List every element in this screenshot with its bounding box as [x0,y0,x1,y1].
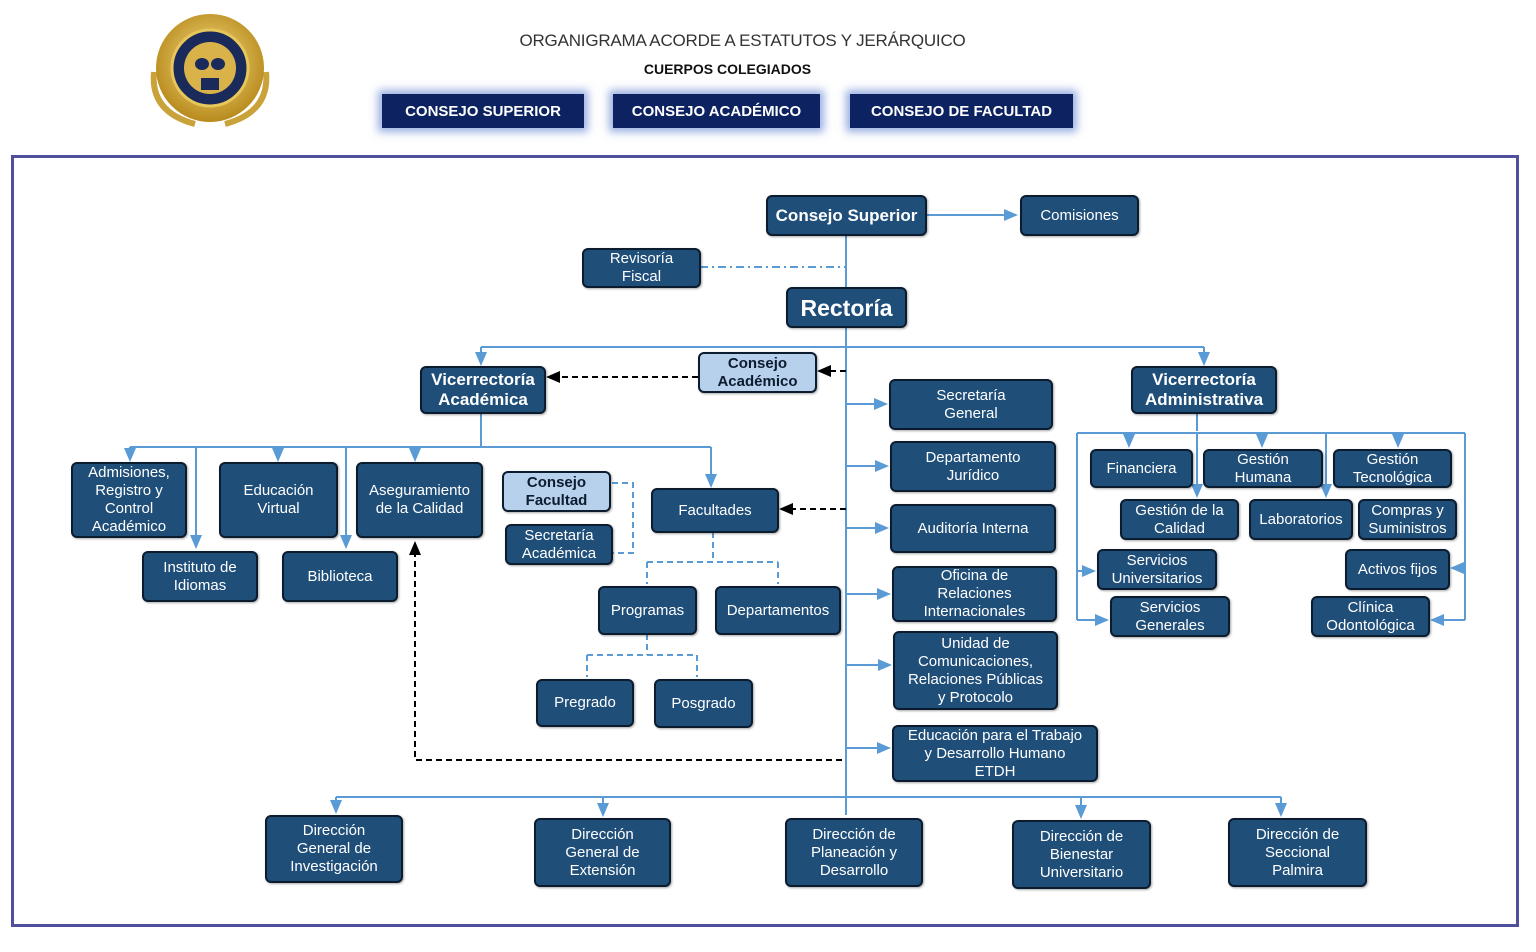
node-consejo-superior: Consejo Superior [766,195,927,236]
node-direccion-planeacion: Dirección de Planeación y Desarrollo [785,818,923,887]
node-servicios-generales: Servicios Generales [1110,596,1230,637]
node-financiera: Financiera [1090,449,1193,488]
node-pregrado: Pregrado [536,679,634,727]
node-servicios-universitarios: Servicios Universitarios [1097,549,1217,590]
node-comisiones: Comisiones [1020,195,1139,236]
node-educacion-virtual: Educación Virtual [219,462,338,538]
node-consejo-facultad: Consejo Facultad [502,471,611,512]
node-clinica-odontologica: Clínica Odontológica [1311,596,1430,637]
node-secretaria-academica: Secretaría Académica [505,524,613,565]
node-compras-suministros: Compras y Suministros [1358,499,1457,540]
node-admisiones: Admisiones, Registro y Control Académico [71,462,187,538]
node-posgrado: Posgrado [654,679,753,728]
node-secretaria-general: Secretaría General [889,379,1053,430]
node-gestion-tecnologica: Gestión Tecnológica [1333,449,1452,488]
node-vicerrectoria-academica: Vicerrectoría Académica [420,366,546,414]
node-revisoria-fiscal: Revisoría Fiscal [582,248,701,288]
node-activos-fijos: Activos fijos [1345,549,1450,590]
consejo-de-facultad-button[interactable]: CONSEJO DE FACULTAD [850,94,1073,128]
node-departamentos: Departamentos [715,586,841,635]
node-direccion-bienestar: Dirección de Bienestar Universitario [1012,820,1151,889]
consejo-superior-button[interactable]: CONSEJO SUPERIOR [382,94,584,128]
node-biblioteca: Biblioteca [282,551,398,602]
accreditation-seal-logo [150,14,270,127]
consejo-academico-button[interactable]: CONSEJO ACADÉMICO [613,94,820,128]
node-etdh: Educación para el Trabajo y Desarrollo H… [892,725,1098,782]
node-aseguramiento-calidad: Aseguramiento de la Calidad [356,462,483,538]
page-subtitle: CUERPOS COLEGIADOS [643,61,812,77]
page-title: ORGANIGRAMA ACORDE A ESTATUTOS Y JERÁRQU… [519,31,966,50]
node-programas: Programas [598,586,697,635]
node-auditoria-interna: Auditoría Interna [890,504,1056,553]
node-instituto-idiomas: Instituto de Idiomas [142,551,258,602]
node-laboratorios: Laboratorios [1249,499,1353,540]
node-direccion-palmira: Dirección de Seccional Palmira [1228,818,1367,887]
node-rectoria: Rectoría [786,287,907,328]
node-vicerrectoria-administrativa: Vicerrectoría Administrativa [1131,366,1277,414]
node-consejo-academico: Consejo Académico [698,352,817,393]
node-oficina-relaciones: Oficina de Relaciones Internacionales [892,566,1057,622]
node-facultades: Facultades [651,488,779,533]
node-direccion-extension: Dirección General de Extensión [534,818,671,887]
org-chart-frame [11,155,1519,927]
node-unidad-comunicaciones: Unidad de Comunicaciones, Relaciones Púb… [893,631,1058,710]
node-gestion-humana: Gestión Humana [1203,449,1323,488]
node-direccion-investigacion: Dirección General de Investigación [265,815,403,883]
node-gestion-calidad: Gestión de la Calidad [1120,499,1239,540]
node-departamento-juridico: Departamento Jurídico [890,441,1056,492]
